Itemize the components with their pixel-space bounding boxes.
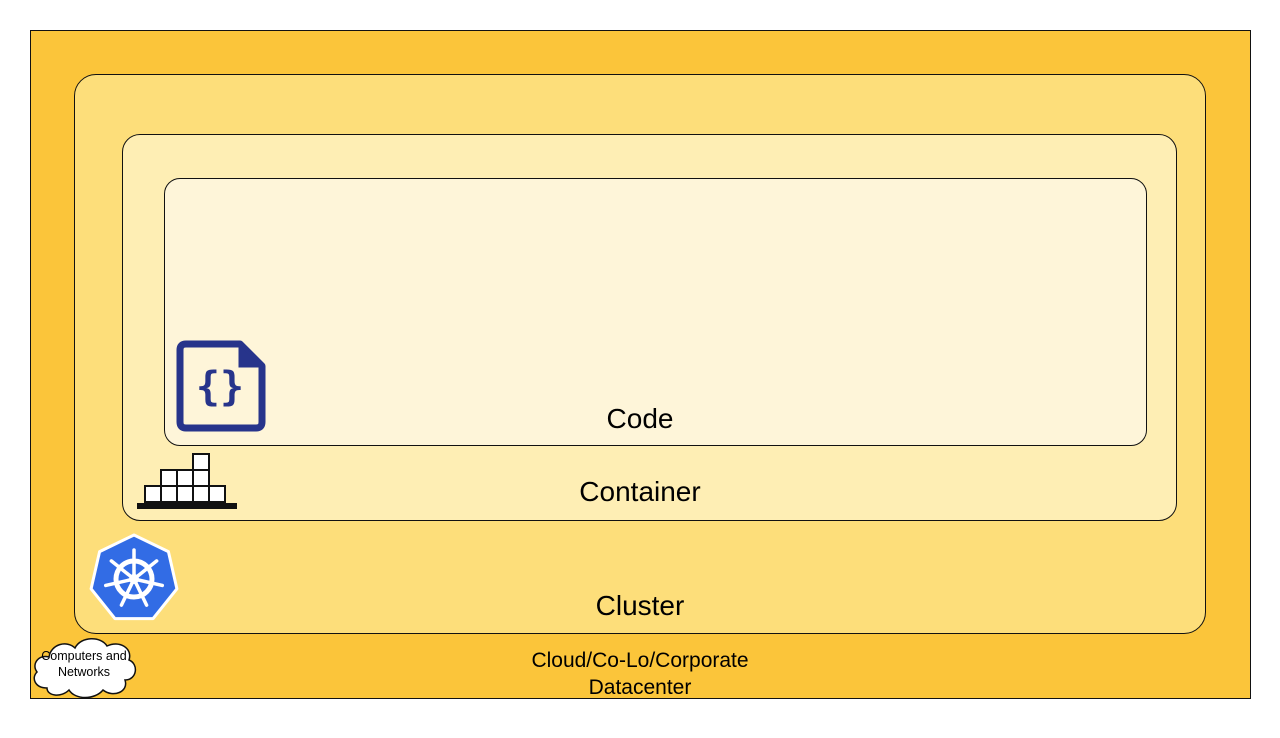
datacenter-layer-label: Cloud/Co-Lo/Corporate Datacenter — [531, 649, 749, 699]
kubernetes-wheel-spoke — [136, 578, 165, 588]
container-layer-label: Container — [579, 476, 701, 507]
code-layer — [164, 178, 1147, 446]
kubernetes-wheel-spoke — [119, 580, 135, 607]
svg-text:{}: {} — [196, 364, 244, 410]
kubernetes-wheel-spoke — [133, 580, 149, 607]
cloud-icon — [33, 638, 137, 699]
code-file-icon: {} — [176, 340, 266, 432]
code-layer-label: Code — [606, 403, 674, 434]
kubernetes-wheel-spoke — [109, 559, 133, 579]
cluster-layer-label: Cluster — [595, 590, 685, 621]
kubernetes-helm-icon — [89, 533, 179, 621]
cloud-label: Computers and Networks — [41, 649, 127, 679]
kubernetes-wheel-spoke — [103, 578, 132, 588]
container-ship-icon — [137, 453, 237, 509]
kubernetes-wheel-hub — [129, 574, 139, 584]
kubernetes-wheel-spoke — [135, 559, 159, 579]
